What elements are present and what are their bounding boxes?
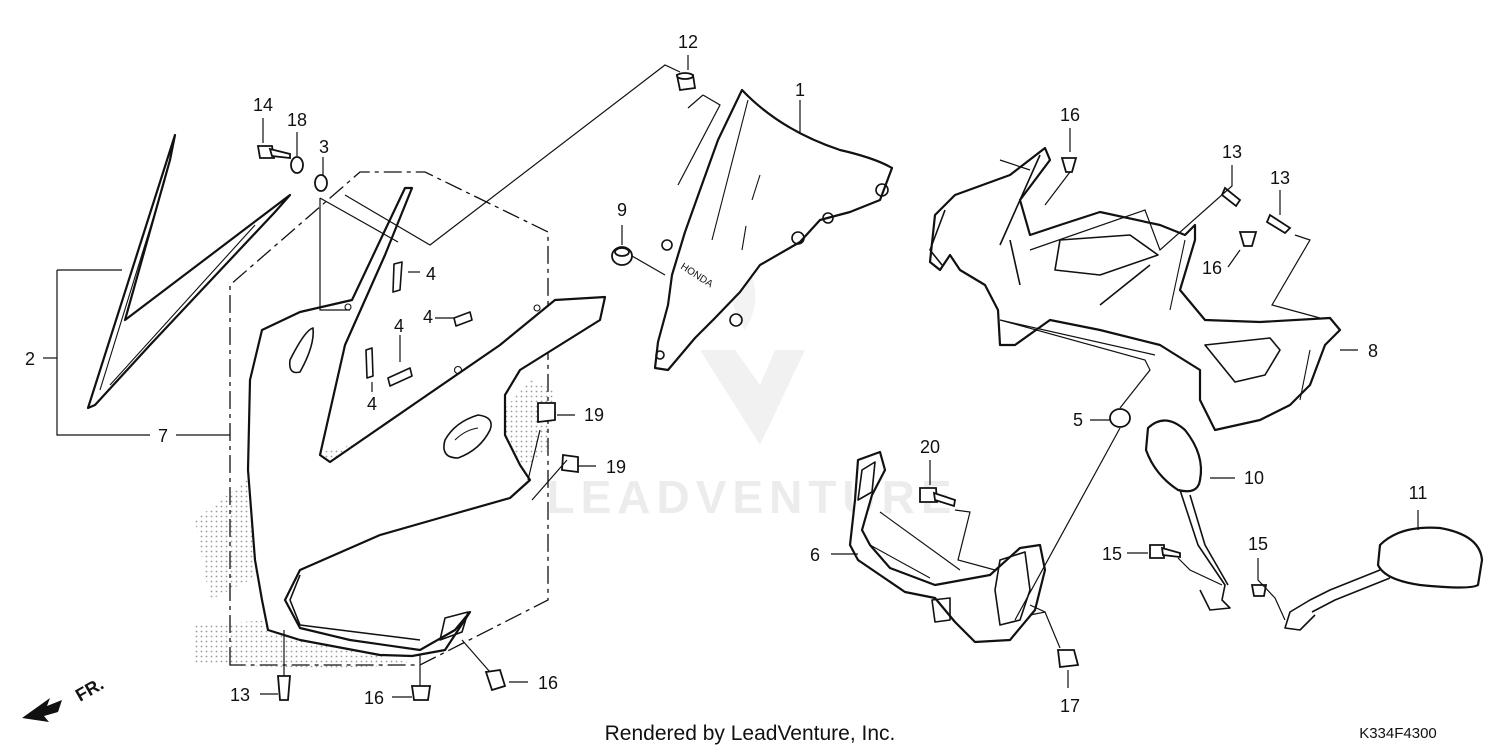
- callout-16a: 16: [1060, 105, 1080, 125]
- part-1-windscreen: HONDA: [653, 88, 894, 372]
- callout-5: 5: [1073, 410, 1083, 430]
- callout-19b: 19: [606, 457, 626, 477]
- part-7-upper-cowl: [246, 186, 607, 658]
- callout-16b: 16: [1202, 258, 1222, 278]
- callout-9: 9: [617, 200, 627, 220]
- callout-4a: 4: [426, 264, 436, 284]
- callout-15b: 15: [1248, 534, 1268, 554]
- diagram-code: K334F4300: [1359, 725, 1437, 742]
- part-8-inner-fairing: [928, 146, 1342, 432]
- front-direction-indicator: FR.: [22, 674, 107, 722]
- callout-1: 1: [795, 80, 805, 100]
- part-10-mirror: [1144, 419, 1231, 611]
- callout-19a: 19: [584, 405, 604, 425]
- render-credit: Rendered by LeadVenture, Inc.: [605, 722, 896, 745]
- callout-13a: 13: [1222, 142, 1242, 162]
- leader-lines: [43, 55, 1419, 698]
- callout-4b: 4: [423, 307, 433, 327]
- callout-labels: 1 2 3 4 4 4 4 5 6 7 8 9 10 11 12 13 13 1…: [25, 32, 1427, 716]
- callout-15a: 15: [1102, 544, 1122, 564]
- callout-7: 7: [158, 426, 168, 446]
- callout-16d: 16: [538, 673, 558, 693]
- callout-10: 10: [1244, 468, 1264, 488]
- callout-12: 12: [678, 32, 698, 52]
- callout-18: 18: [287, 110, 307, 130]
- part-11-mirror: [1284, 526, 1484, 631]
- hardware: [256, 72, 1292, 701]
- part-2-stripe: [86, 133, 292, 410]
- callout-11: 11: [1409, 483, 1428, 503]
- callout-4c: 4: [394, 316, 404, 336]
- callout-20: 20: [920, 437, 940, 457]
- callout-8: 8: [1368, 341, 1378, 361]
- callout-2: 2: [25, 349, 35, 369]
- callout-4d: 4: [367, 394, 377, 414]
- watermark: LEADVENTURE: [546, 250, 957, 523]
- callout-16c: 16: [364, 688, 384, 708]
- callout-3: 3: [319, 137, 329, 157]
- callout-6: 6: [810, 545, 820, 565]
- watermark-text: LEADVENTURE: [546, 471, 957, 523]
- front-indicator-text: FR.: [72, 674, 107, 706]
- part-6-stay: [848, 450, 1047, 644]
- callout-13c: 13: [230, 685, 250, 705]
- part-4-pads: [365, 261, 473, 387]
- callout-14: 14: [253, 95, 273, 115]
- callout-13b: 13: [1270, 168, 1290, 188]
- callout-17: 17: [1060, 696, 1080, 716]
